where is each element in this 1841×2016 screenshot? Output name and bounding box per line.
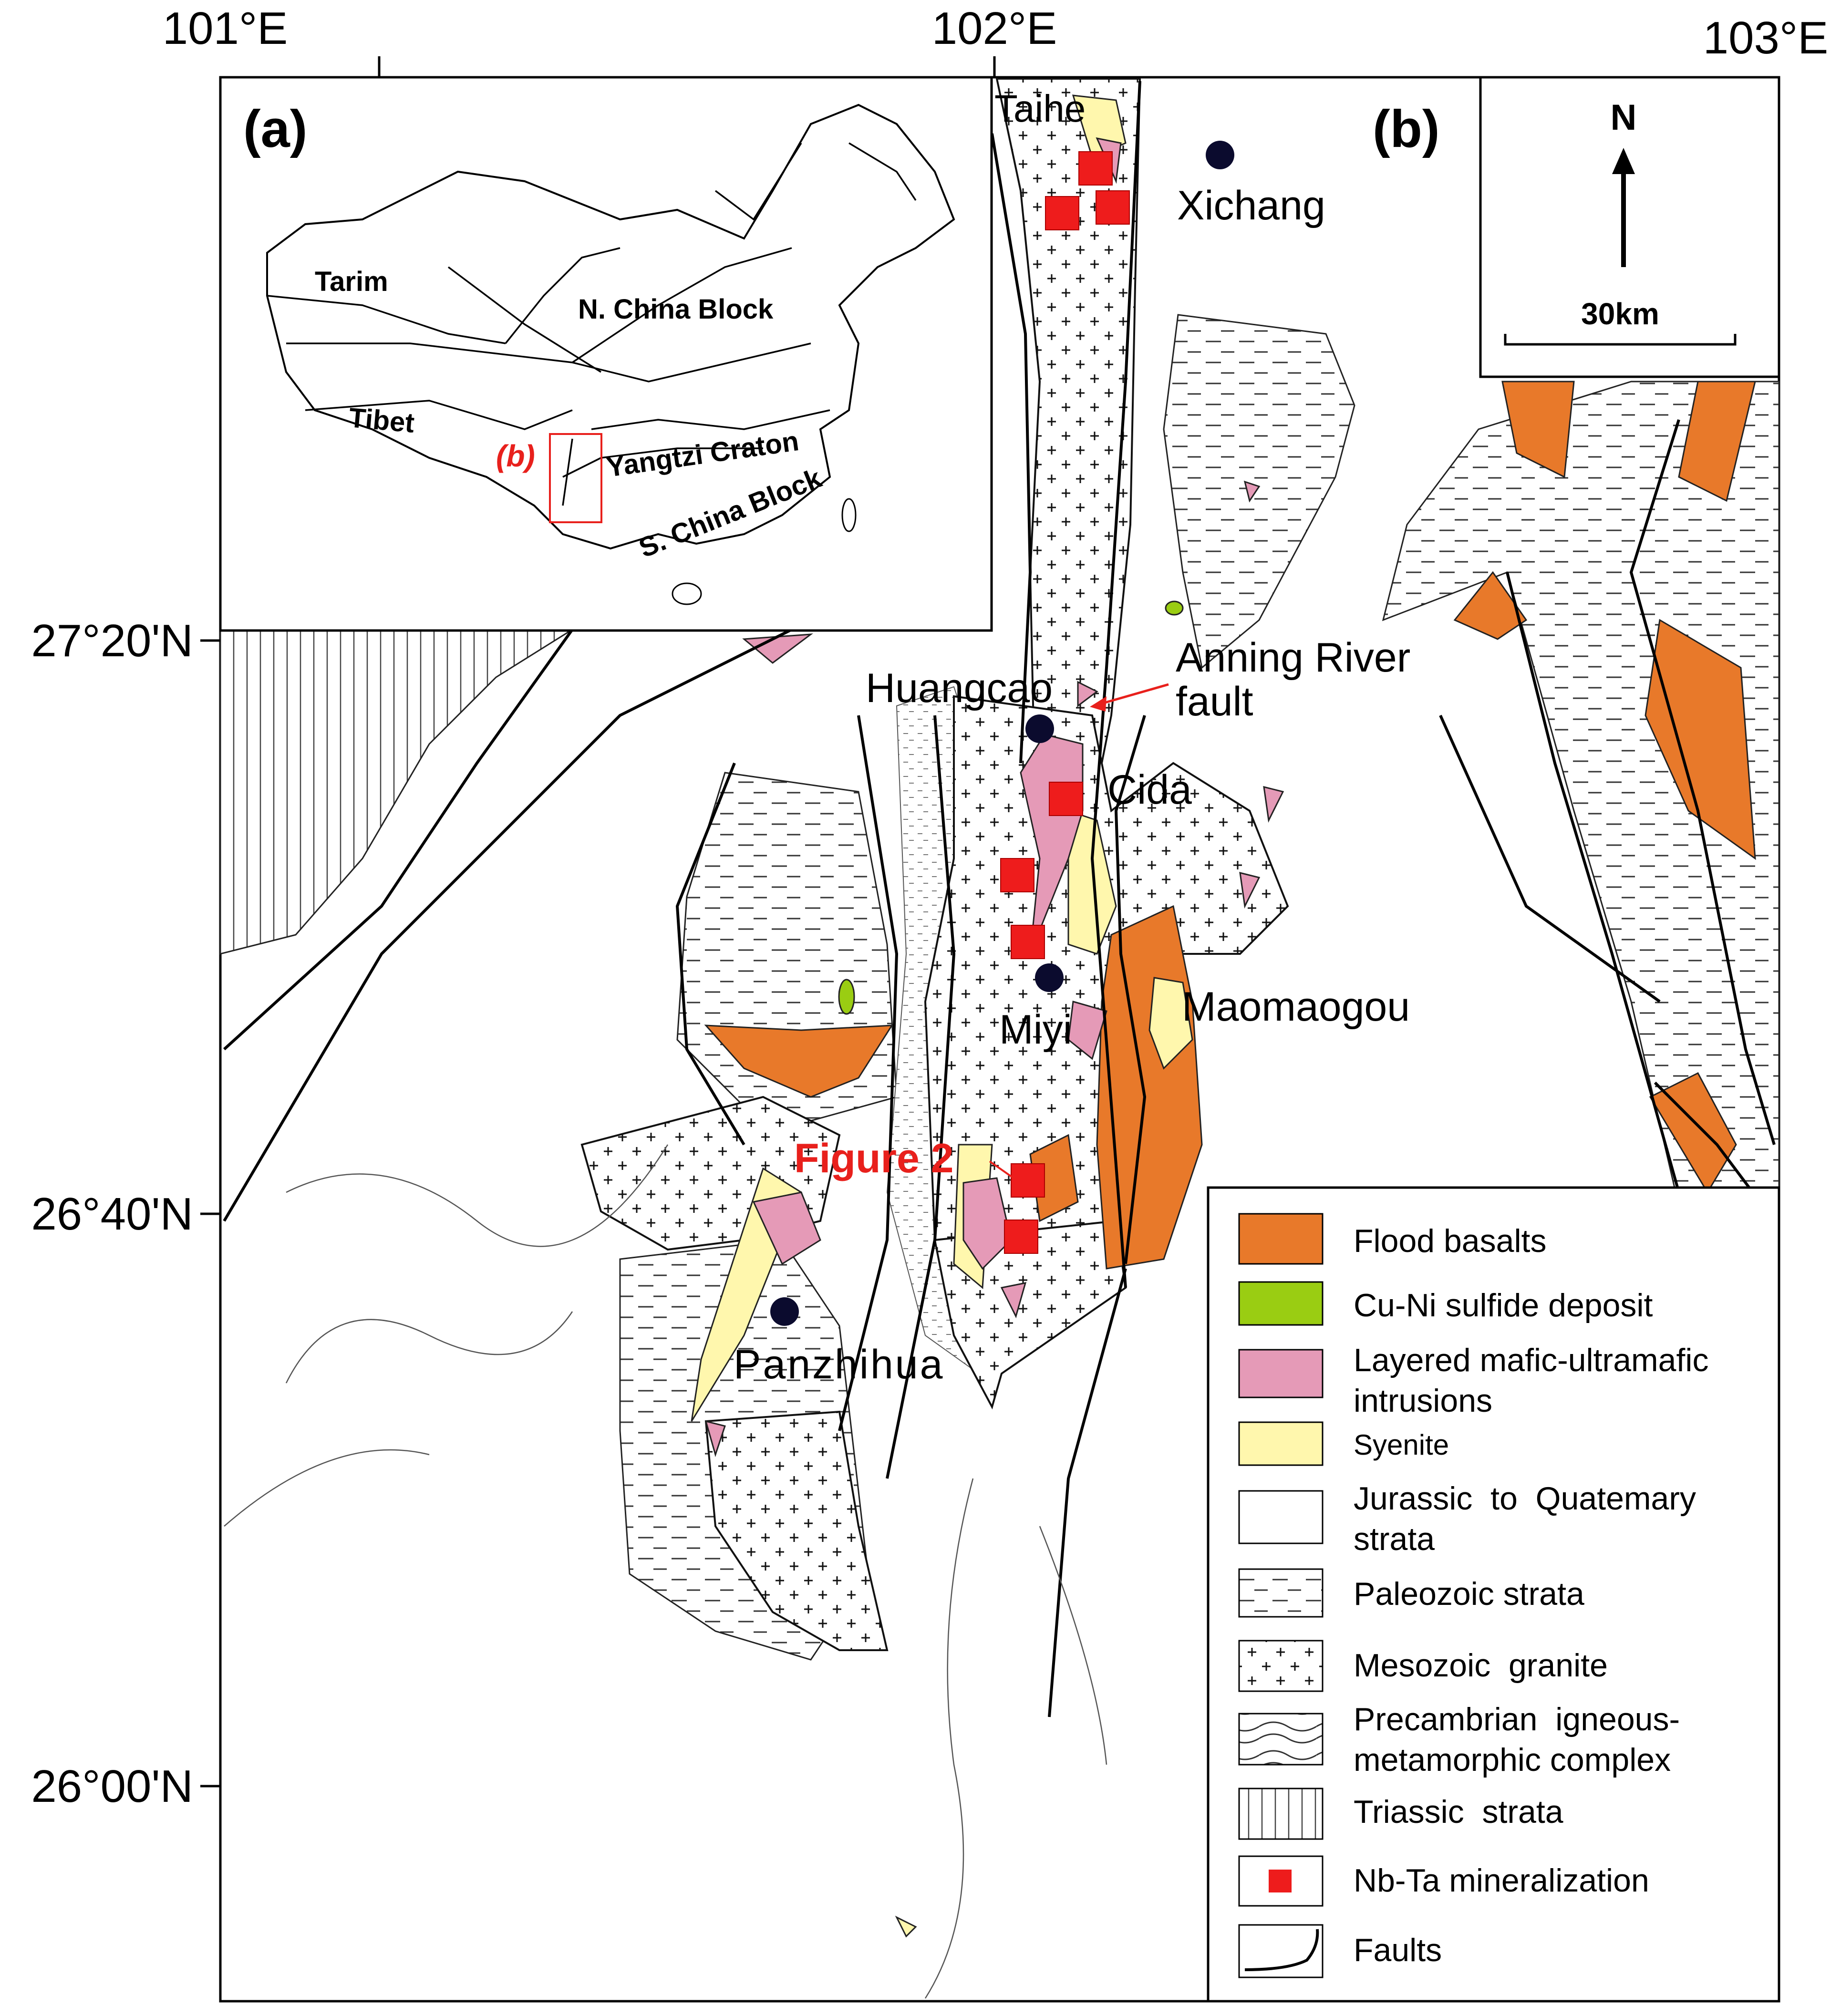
- legend-swatch-jurassic: [1238, 1490, 1324, 1544]
- triassic-unit: [219, 629, 575, 955]
- lon-label-102: 102°E: [932, 3, 1057, 54]
- legend-label-granite: Mesozoic granite: [1354, 1647, 1608, 1684]
- legend-label-layered-2: intrusions: [1354, 1383, 1492, 1419]
- taiwan-island: [841, 498, 857, 532]
- nb-ta-mineralization-markers: [1000, 151, 1130, 1254]
- north-label: N: [1611, 97, 1637, 138]
- legend-swatch-cu-ni: [1238, 1281, 1324, 1326]
- place-huangcao: Huangcao: [866, 665, 1053, 711]
- granite-belt-south: [704, 1410, 889, 1651]
- cu-ni-deposits: [838, 600, 1184, 1015]
- legend-label-syenite: Syenite: [1354, 1429, 1449, 1461]
- map-panel-label: (b): [1373, 100, 1439, 158]
- scale-bar: [1504, 334, 1737, 346]
- china-outline: [266, 103, 955, 550]
- figure2-reference: Figure 2: [794, 1136, 954, 1181]
- lat-label-2640: 26°40'N: [31, 1189, 193, 1240]
- legend-label-faults: Faults: [1354, 1932, 1442, 1968]
- scale-label: 30km: [1581, 297, 1659, 331]
- lon-label-103: 103°E: [1703, 12, 1829, 63]
- inset-region-tibet: Tibet: [348, 402, 416, 439]
- legend-swatch-flood-basalts: [1238, 1213, 1324, 1265]
- paleozoic-unit-northeast: [1163, 314, 1355, 669]
- legend-label-cu-ni: Cu-Ni sulfide deposit: [1354, 1287, 1653, 1323]
- inset-box-label: (b): [496, 439, 535, 473]
- lon-label-101: 101°E: [163, 3, 288, 54]
- hainan-island: [672, 582, 702, 605]
- legend-label-jurassic-2: strata: [1354, 1521, 1435, 1557]
- lat-label-2600: 26°00'N: [31, 1761, 193, 1812]
- place-miyi: Miyi: [999, 1007, 1072, 1053]
- china-block-boundaries: [267, 142, 917, 506]
- legend-label-layered-1: Layered mafic-ultramafic: [1354, 1342, 1708, 1378]
- inset-region-tarim: Tarim: [315, 266, 388, 297]
- legend-label-paleozoic: Paleozoic strata: [1354, 1576, 1584, 1612]
- anning-fault-arrowhead: [1090, 696, 1107, 712]
- fault-label-line1: Anning River: [1176, 635, 1410, 681]
- faults: [223, 81, 1776, 1717]
- legend-label-jurassic-1: Jurassic to Quatemary: [1354, 1480, 1696, 1517]
- coordinate-ticks: [200, 56, 996, 1788]
- town-markers: [770, 141, 1234, 1326]
- legend-fault-line: [1244, 1929, 1319, 1971]
- place-xichang: Xichang: [1177, 183, 1325, 228]
- place-panzhihua: Panzhihua: [734, 1342, 944, 1387]
- legend-label-mineralization: Nb-Ta mineralization: [1354, 1862, 1649, 1899]
- legend-swatch-precambrian: [1238, 1713, 1324, 1766]
- compass-box: [1479, 76, 1780, 378]
- legend-swatch-layered: [1238, 1349, 1324, 1398]
- inset-panel-label: (a): [243, 100, 307, 158]
- place-taihe: Taihe: [994, 87, 1086, 130]
- figure2-pointer: [989, 1160, 1014, 1179]
- place-cida: Cida: [1107, 767, 1192, 813]
- inset-region-north-china: N. China Block: [578, 294, 774, 325]
- legend-label-flood-basalts: Flood basalts: [1354, 1223, 1546, 1259]
- legend-swatch-syenite: [1238, 1421, 1324, 1466]
- legend-swatches: [1238, 1213, 1324, 1978]
- anning-fault-arrow: [1096, 683, 1169, 706]
- legend-swatch-paleozoic: [1238, 1568, 1324, 1618]
- fault-label-line2: fault: [1176, 679, 1253, 724]
- lat-label-2720: 27°20'N: [31, 615, 193, 666]
- flood-basalt-bodies: [704, 381, 1756, 1270]
- legend-swatch-granite: [1238, 1640, 1324, 1692]
- legend-label-triassic: Triassic strata: [1354, 1794, 1563, 1830]
- place-maomaogou: Maomaogou: [1182, 984, 1410, 1030]
- north-arrow-icon: [1612, 148, 1635, 174]
- legend-label-precambrian-2: metamorphic complex: [1354, 1742, 1671, 1778]
- inset-study-area-box: [549, 433, 602, 523]
- legend-label-precambrian-1: Precambrian igneous-: [1354, 1701, 1680, 1737]
- legend-mineralization-square: [1269, 1870, 1292, 1892]
- legend-swatch-triassic: [1238, 1788, 1324, 1840]
- legend-labels: Flood basalts Cu-Ni sulfide deposit Laye…: [1354, 1223, 1708, 1968]
